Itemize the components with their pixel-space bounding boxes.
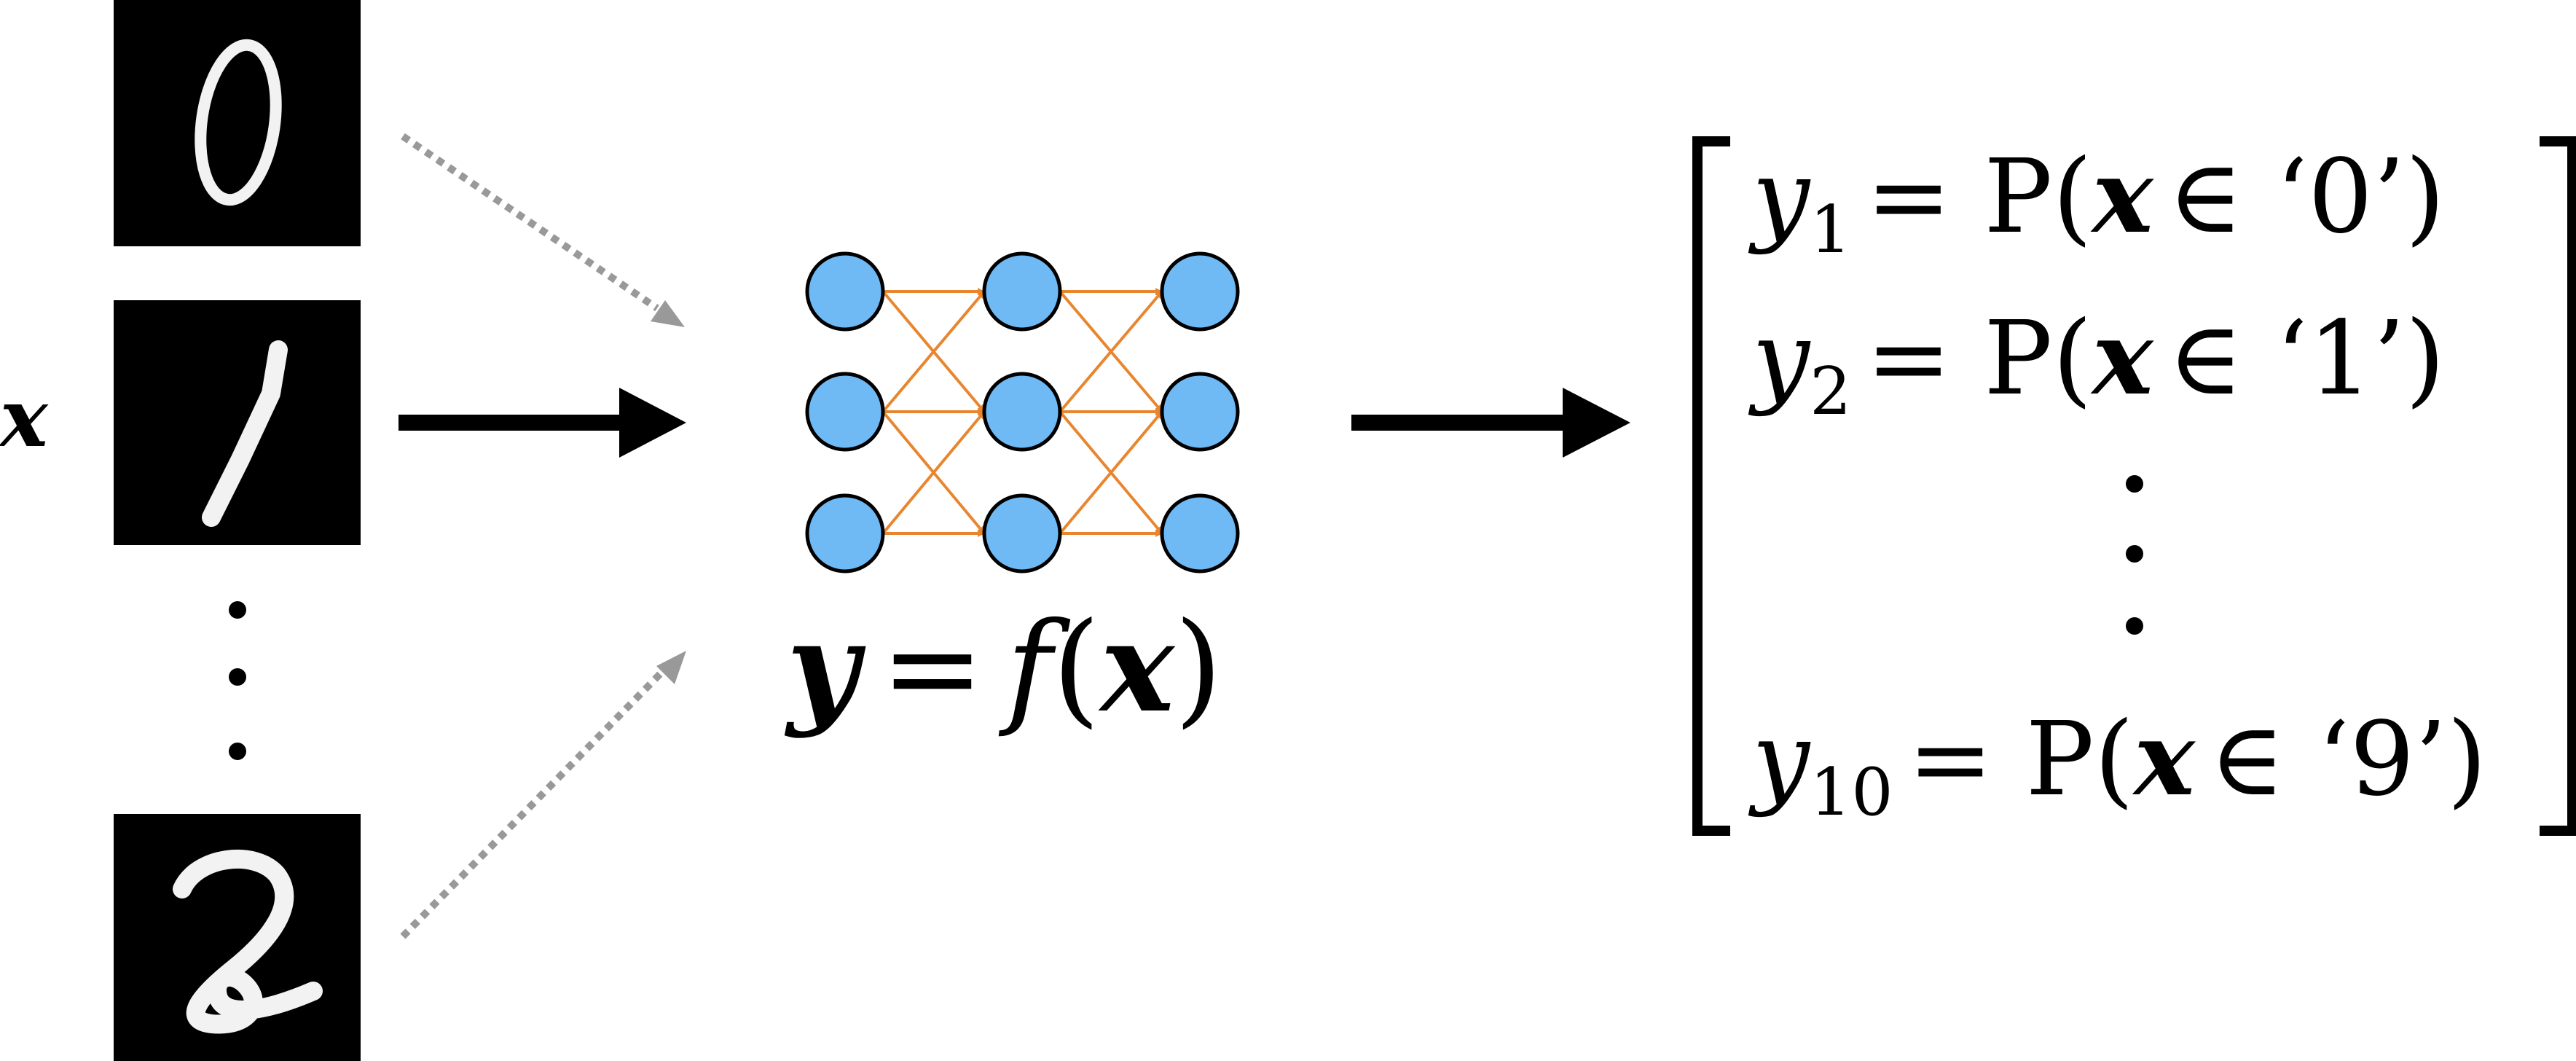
- output-vertical-ellipsis: [2126, 475, 2143, 635]
- network-edge: [881, 410, 986, 535]
- input-x-label: x: [0, 371, 49, 465]
- network-node: [1160, 493, 1240, 573]
- output-left-bracket: [1692, 136, 1730, 836]
- network-nodes: [805, 251, 1240, 573]
- network-node: [1160, 372, 1240, 452]
- vertical-ellipsis: [229, 601, 246, 760]
- output-row-10: y10= P(x∈ ‘9’): [1748, 700, 2487, 831]
- dotted-arrow-top: [401, 133, 685, 327]
- network-node: [805, 493, 885, 573]
- network-node: [982, 251, 1062, 332]
- network-node: [805, 251, 885, 332]
- output-right-bracket: [2540, 136, 2576, 836]
- network-node: [1160, 251, 1240, 332]
- network-edge: [881, 290, 986, 413]
- network-edge: [1059, 410, 1163, 535]
- network-equation: y=f(x): [784, 595, 1222, 740]
- neural-network: [805, 251, 1240, 573]
- output-row-1: y1= P(x∈ ‘0’): [1748, 137, 2445, 268]
- arrow-input-to-network: [398, 388, 686, 458]
- network-edge: [1059, 290, 1163, 413]
- network-node: [982, 372, 1062, 452]
- digit-image-0: [114, 0, 361, 246]
- digit-image-1: [114, 300, 361, 545]
- digit-image-2: [114, 814, 361, 1061]
- network-node: [805, 372, 885, 452]
- network-edges: [881, 288, 1163, 537]
- arrow-network-to-output: [1351, 388, 1630, 458]
- output-row-2: y2= P(x∈ ‘1’): [1748, 299, 2445, 430]
- network-node: [982, 493, 1062, 573]
- dotted-arrow-bottom: [400, 651, 686, 939]
